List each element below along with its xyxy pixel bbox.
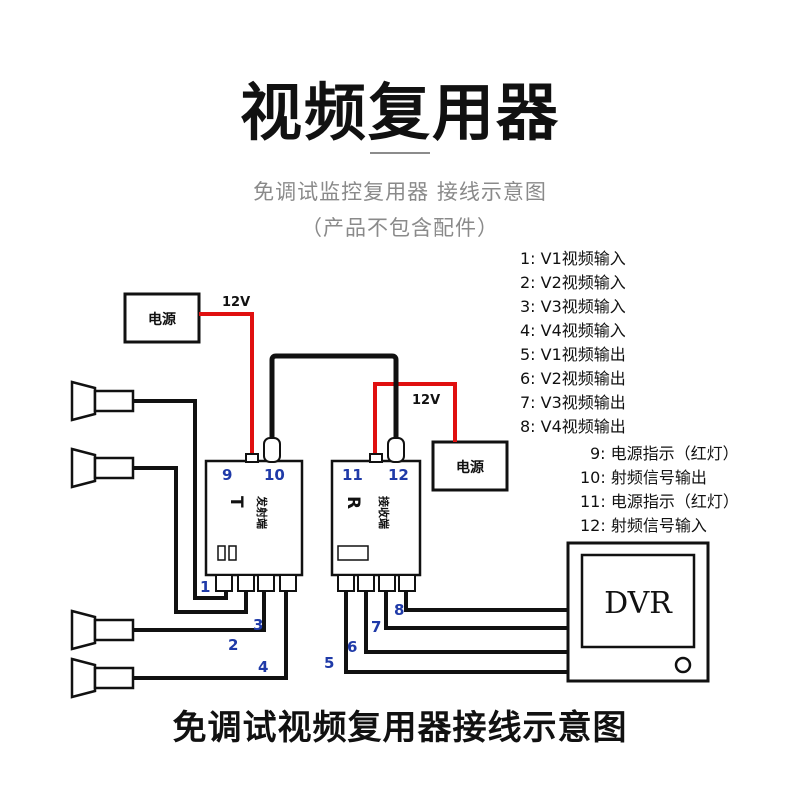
port-label-8: 8 (394, 601, 404, 619)
dvr-monitor: DVR (566, 541, 710, 683)
power-wire-right (373, 382, 457, 456)
legend-item: 10: 射频信号输出 (580, 468, 707, 487)
power-supply-right (431, 440, 509, 492)
title-divider (370, 152, 430, 154)
camera-icon-4 (70, 657, 135, 699)
power-wire-left (199, 312, 254, 456)
diagram-subtitle: 免调试监控复用器 接线示意图 (253, 180, 547, 204)
receiver-label: 接收端 (377, 496, 391, 529)
cable-v2-input (133, 466, 248, 614)
legend-item: 1: V1视频输入 (520, 249, 626, 268)
legend-item: 11: 电源指示（红灯） (580, 492, 739, 511)
port-label-3: 3 (253, 616, 263, 634)
port-label-9: 9 (222, 466, 232, 484)
cable-v4-input (133, 588, 288, 680)
legend-item: 12: 射频信号输入 (580, 516, 707, 535)
dvr-power-button-icon (674, 656, 692, 674)
legend-item: 2: V2视频输入 (520, 273, 626, 292)
rf-link-cable (269, 353, 399, 446)
receiver-letter: R (343, 496, 363, 509)
port-label-5: 5 (324, 654, 334, 672)
transmitter-letter: T (226, 496, 246, 508)
legend-item: 7: V3视频输出 (520, 393, 626, 412)
port-label-7: 7 (371, 618, 381, 636)
port-label-10: 10 (264, 466, 285, 484)
port-label-1: 1 (200, 578, 210, 596)
legend-item: 4: V4视频输入 (520, 321, 626, 340)
transmitter-unit: 9 10 T 发射端 (204, 437, 304, 592)
power-left-label: 电源 (148, 311, 176, 328)
power-supply-left (123, 292, 201, 344)
port-label-2: 2 (228, 636, 238, 654)
voltage-right-label: 12V (412, 393, 440, 408)
voltage-left-label: 12V (222, 295, 250, 310)
legend-item: 5: V1视频输出 (520, 345, 626, 364)
cable-v2-output (364, 591, 568, 654)
legend-item: 8: V4视频输出 (520, 417, 626, 436)
cable-v1-input (133, 399, 228, 600)
port-label-12: 12 (388, 466, 409, 484)
legend-item: 3: V3视频输入 (520, 297, 626, 316)
cable-v4-output (404, 591, 568, 612)
camera-icon-1 (70, 380, 135, 422)
page-title: 视频复用器 (239, 76, 560, 149)
port-label-6: 6 (347, 638, 357, 656)
camera-icon-3 (70, 609, 135, 651)
camera-icon-2 (70, 447, 135, 489)
legend-item: 6: V2视频输出 (520, 369, 626, 388)
transmitter-label: 发射端 (255, 495, 269, 529)
power-right-label: 电源 (456, 459, 484, 476)
bottom-caption: 免调试视频复用器接线示意图 (172, 708, 628, 748)
cable-v1-output (344, 591, 568, 674)
cable-v3-input (133, 588, 266, 632)
cable-v3-output (384, 591, 568, 630)
port-label-11: 11 (342, 466, 363, 484)
receiver-unit: 11 12 R 接收端 (330, 437, 422, 592)
legend-item: 9: 电源指示（红灯） (590, 444, 739, 463)
port-label-4: 4 (258, 658, 268, 676)
dvr-label: DVR (604, 586, 673, 621)
accessories-note: （产品不包含配件） (301, 216, 499, 240)
